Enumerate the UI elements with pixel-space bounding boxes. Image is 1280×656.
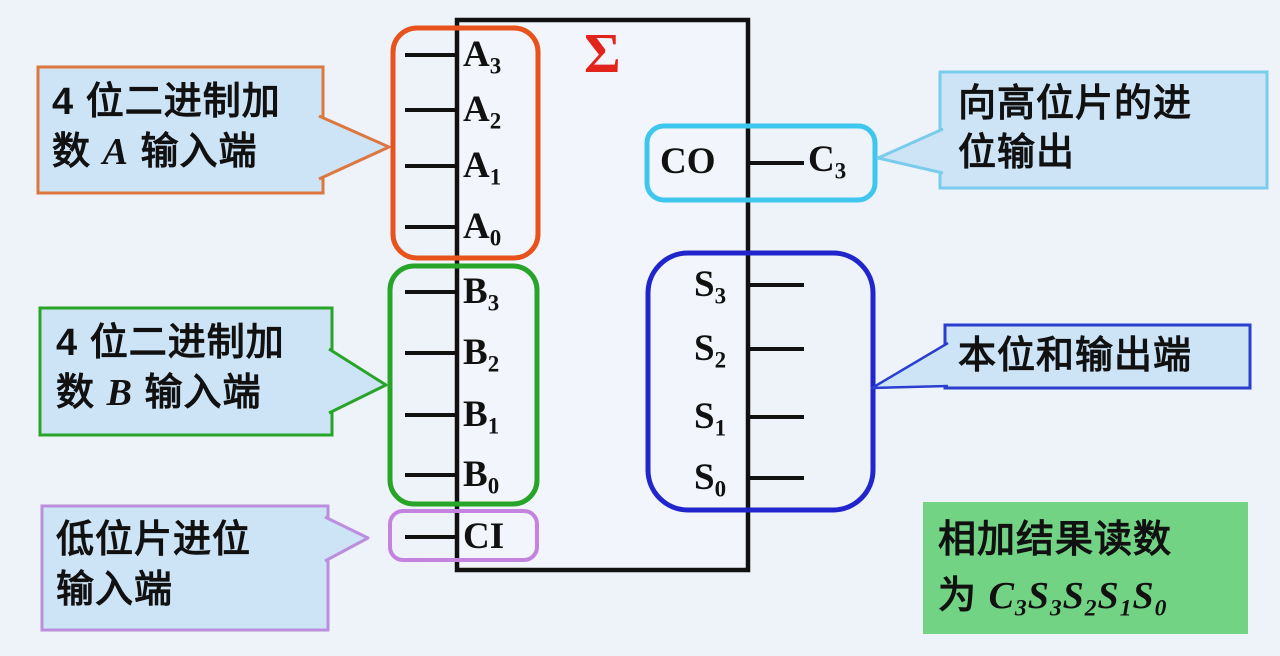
chip-outline	[454, 17, 751, 573]
pin-label-b2: B2	[463, 332, 500, 377]
pin-b1-base: B	[463, 394, 488, 435]
chip-sigma-label: Σ	[584, 23, 621, 85]
callout-a-line2-pre: 数	[52, 131, 103, 173]
callout-a-line2-post: 输入端	[128, 131, 258, 173]
pin-label-a3: A3	[463, 34, 502, 79]
callout-a-line2: 数 A 输入端	[52, 127, 281, 177]
callout-b-input-label: 4 位二进制加 数 B 输入端	[56, 318, 285, 418]
result-var-s2: S2	[1062, 575, 1098, 620]
callout-ci-line2: 输入端	[56, 569, 174, 611]
result-var-c3-base: C	[988, 575, 1015, 617]
pin-b2-sub: 2	[487, 351, 500, 377]
result-line2-pre: 为	[938, 575, 989, 617]
group-co-outline	[644, 123, 878, 203]
pin-c3-base: C	[808, 139, 835, 180]
pin-s3-base: S	[694, 264, 715, 305]
pin-b1-sub: 1	[487, 413, 500, 439]
callout-ci-line1: 低位片进位	[56, 519, 252, 561]
callout-s-box	[943, 323, 1252, 390]
callout-s-tail	[870, 341, 949, 390]
callout-a-line1: 4 位二进制加	[52, 81, 281, 123]
pin-label-a0: A0	[463, 206, 502, 251]
callout-co-output-label: 向高位片的进 位输出	[958, 80, 1192, 178]
result-line2: 为 C3S3S2S1S0	[938, 568, 1172, 624]
callout-co-tail	[876, 127, 944, 175]
result-var-c3-sub: 3	[1014, 595, 1028, 622]
pin-label-c3: C3	[808, 139, 847, 184]
pin-s1-sub: 1	[714, 415, 727, 441]
pin-b3-base: B	[463, 271, 488, 312]
pin-label-s3: S3	[694, 264, 727, 309]
group-b-outline	[387, 263, 540, 507]
pin-b0-base: B	[463, 454, 488, 495]
pin-label-s0: S0	[694, 457, 727, 502]
pin-a1-sub: 1	[489, 164, 502, 190]
pin-label-b0: B0	[463, 454, 500, 499]
pin-a0-base: A	[463, 206, 490, 247]
pin-s2-sub: 2	[714, 347, 727, 373]
callout-s-line1: 本位和输出端	[958, 335, 1193, 377]
pin-label-s1: S1	[694, 396, 727, 441]
callout-co-line2: 位输出	[958, 132, 1076, 174]
pin-label-a2: A2	[463, 89, 502, 134]
pin-label-b3: B3	[463, 271, 500, 316]
callout-s-output-label: 本位和输出端	[958, 332, 1192, 380]
callout-b-line2-pre: 数	[56, 372, 107, 414]
result-var-s1: S1	[1097, 575, 1133, 620]
result-var-s3-base: S	[1027, 575, 1050, 617]
result-box	[923, 502, 1248, 634]
result-var-s2-sub: 2	[1084, 595, 1098, 622]
pin-s1-base: S	[694, 396, 715, 437]
group-ci-outline	[388, 509, 539, 562]
pin-a2-base: A	[463, 89, 490, 130]
pin-a0-sub: 0	[489, 225, 502, 251]
result-reading-label: 相加结果读数 为 C3S3S2S1S0	[938, 512, 1172, 624]
pin-s0-sub: 0	[714, 476, 727, 502]
callout-a-tail	[318, 114, 391, 181]
callout-a-variable: A	[102, 131, 129, 173]
result-var-c3: C3	[988, 575, 1028, 620]
result-var-s3: S3	[1027, 575, 1063, 620]
result-var-s3-sub: 3	[1049, 595, 1063, 622]
callout-co-box	[938, 70, 1269, 190]
callout-b-tail	[328, 347, 388, 415]
pin-label-ci: CI	[463, 516, 505, 557]
callout-ci-box	[40, 504, 330, 632]
pin-c3-sub: 3	[834, 158, 847, 184]
callout-b-line2: 数 B 输入端	[56, 368, 285, 418]
pin-label-s2: S2	[694, 328, 727, 373]
result-var-s0-base: S	[1132, 575, 1155, 617]
pin-a1-base: A	[463, 145, 490, 186]
callout-ci-input-label: 低位片进位 输入端	[56, 515, 251, 615]
pin-label-co: CO	[660, 141, 716, 182]
pin-a3-base: A	[463, 34, 490, 75]
pin-s3-sub: 3	[714, 283, 727, 309]
pin-a2-sub: 2	[489, 108, 502, 134]
result-var-s2-base: S	[1062, 575, 1085, 617]
callout-b-box	[38, 306, 334, 437]
callout-a-input-label: 4 位二进制加 数 A 输入端	[52, 77, 281, 177]
pin-s0-base: S	[694, 457, 715, 498]
callout-ci-tail	[324, 515, 370, 563]
result-var-s1-sub: 1	[1119, 595, 1133, 622]
group-a-outline	[390, 25, 541, 261]
callout-b-variable: B	[106, 372, 133, 414]
result-var-s0-sub: 0	[1154, 595, 1168, 622]
pin-label-b1: B1	[463, 394, 500, 439]
pin-s2-base: S	[694, 328, 715, 369]
callout-a-box	[36, 65, 325, 195]
pin-b0-sub: 0	[487, 473, 500, 499]
pin-b2-base: B	[463, 332, 488, 373]
pin-a3-sub: 3	[489, 53, 502, 79]
group-s-outline	[645, 250, 876, 513]
callout-b-line2-post: 输入端	[132, 372, 262, 414]
result-var-s0: S0	[1132, 575, 1167, 620]
callout-b-line1: 4 位二进制加	[56, 322, 285, 364]
result-line1: 相加结果读数	[938, 519, 1173, 561]
result-var-s1-base: S	[1097, 575, 1120, 617]
callout-co-line1: 向高位片的进	[958, 83, 1193, 125]
pin-label-a1: A1	[463, 145, 502, 190]
pin-b3-sub: 3	[487, 290, 500, 316]
